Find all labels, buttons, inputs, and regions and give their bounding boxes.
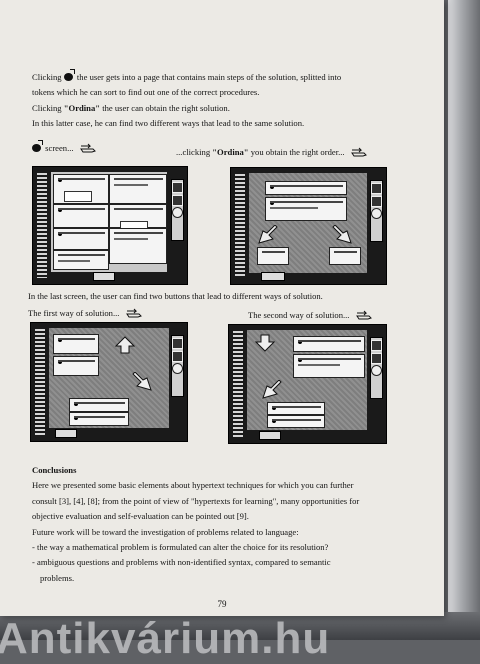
solution-step [267,402,325,415]
token-card [53,174,109,204]
way-two-button[interactable] [329,247,361,265]
nav-button[interactable] [371,196,382,207]
background-right [448,0,480,640]
nav-button[interactable] [172,351,183,362]
caption-second-way: The second way of solution... [248,308,374,320]
intro-line-3: Clicking "Ordina" the user can obtain th… [32,102,230,113]
up-arrow-icon [115,336,135,354]
caption-last-screen: In the last screen, the user can find tw… [28,291,323,301]
token-card [109,228,167,264]
bottom-button[interactable] [259,431,281,440]
conclusions-line: problems. [40,572,75,583]
solution-step [265,181,347,195]
solution-step [267,415,325,428]
down-left-arrow-icon [255,225,281,247]
conclusions-line: Future work will be toward the investiga… [32,526,299,537]
intro-paragraph: Clicking the user gets into a page that … [32,69,422,132]
intro-line-1: Clicking the user gets into a page that … [32,69,342,82]
pointing-hand-icon [79,143,98,153]
conclusions-heading: Conclusions [32,465,77,475]
bomb-icon [63,69,75,81]
conclusions-line: objective evaluation and self-evaluation… [32,511,249,522]
down-left-arrow-icon [259,380,285,402]
bomb-icon [32,140,43,152]
conclusions-line: consult [3], [4], [8]; from the point of… [32,495,360,506]
token-card [109,204,167,232]
token-card [53,228,109,250]
bottom-button[interactable] [93,272,115,281]
solution-step [293,336,365,352]
solution-step [293,354,365,378]
down-right-arrow-icon [129,372,155,394]
nav-button[interactable] [172,338,183,349]
nav-button[interactable] [172,195,183,206]
down-arrow-icon [255,334,275,352]
pointing-hand-icon [125,308,144,318]
token-card [53,250,109,270]
conclusions-line: - ambiguous questions and problems with … [32,557,331,568]
solution-step [53,334,99,354]
intro-line-2: tokens which he can sort to find out one… [32,87,260,98]
watermark: Antikvárium.hu [0,614,331,663]
screenshot-second-way [228,324,387,444]
solution-step [53,356,99,376]
caption-screen: screen... [32,140,98,153]
nav-button[interactable] [371,353,382,364]
intro-line-4: In this latter case, he can find two dif… [32,118,305,129]
pointing-hand-icon [350,147,369,157]
solution-step [265,197,347,221]
ordina-button[interactable] [371,208,382,219]
conclusions-section: Conclusions Here we presented some basic… [32,463,422,586]
way-one-button[interactable] [257,247,289,265]
screenshot-first-way [30,322,188,442]
pointing-hand-icon [355,310,374,320]
ordina-button[interactable] [172,363,183,374]
token-card [109,174,167,204]
solution-step [69,398,129,412]
caption-first-way: The first way of solution... [28,306,144,318]
page-number: 79 [217,599,227,609]
conclusions-line: Here we presented some basic elements ab… [32,480,354,491]
token-card [53,204,109,228]
ordina-button[interactable] [371,365,382,376]
background-bottom [0,612,480,640]
solution-step [69,412,129,426]
document-page: Clicking the user gets into a page that … [0,0,444,616]
ordina-button[interactable] [172,207,183,218]
nav-button[interactable] [371,340,382,351]
down-right-arrow-icon [329,225,355,247]
conclusions-line: - the way a mathematical problem is form… [32,542,329,553]
screenshot-tokens [32,166,188,285]
bottom-button[interactable] [261,272,285,281]
screenshot-ordered [230,167,387,285]
nav-button[interactable] [371,183,382,194]
nav-button[interactable] [172,182,183,193]
caption-clicking-ordina: ...clicking "Ordina" you obtain the righ… [176,145,369,157]
bottom-button[interactable] [55,429,77,438]
